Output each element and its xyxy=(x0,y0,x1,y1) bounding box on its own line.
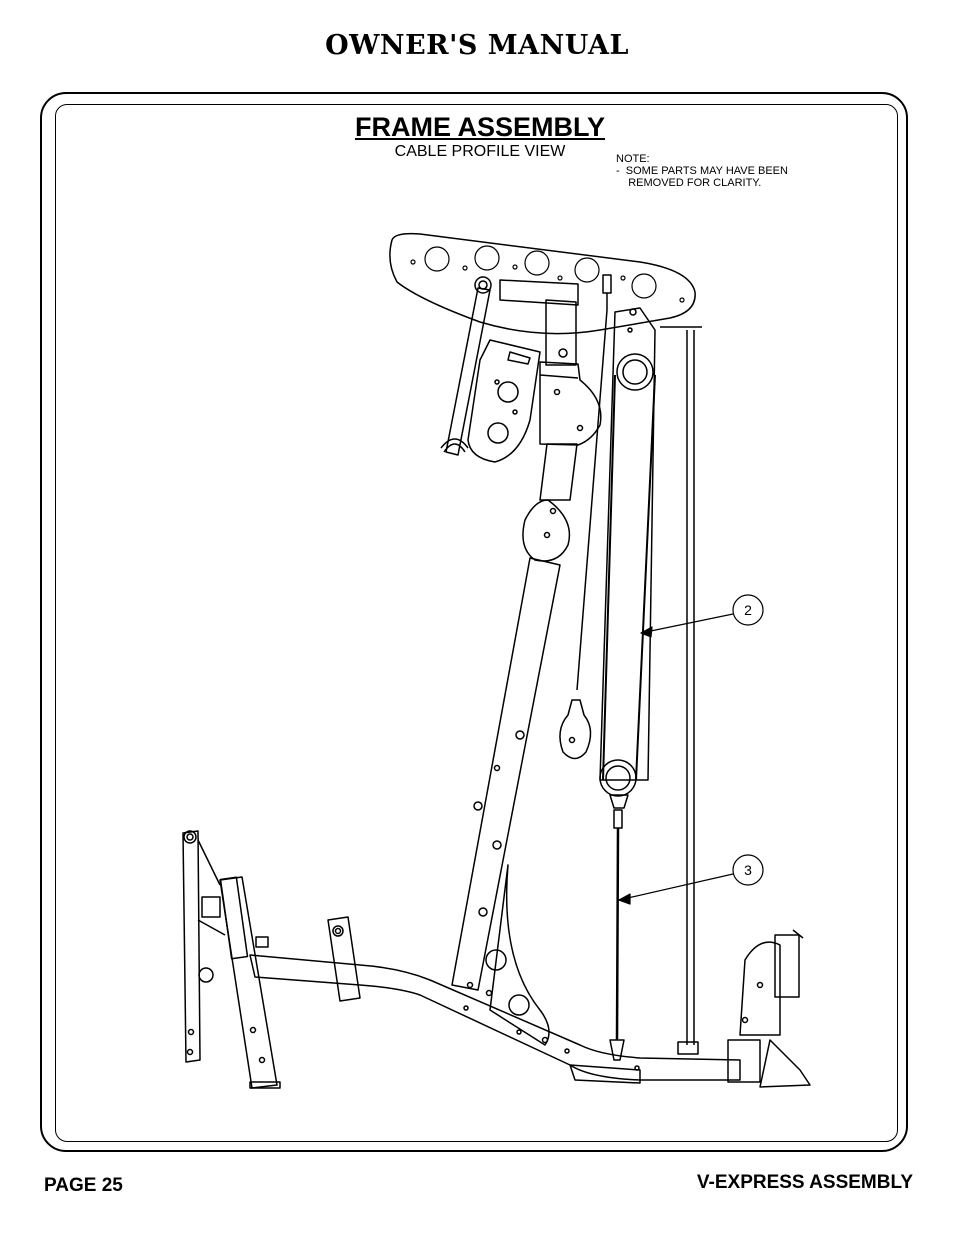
callout-2-label: 2 xyxy=(744,602,752,618)
main-upright xyxy=(451,557,561,991)
neck xyxy=(539,443,578,501)
note-text: - SOME PARTS MAY HAVE BEEN REMOVED FOR C… xyxy=(616,165,788,189)
roller-bar xyxy=(327,916,361,1002)
pivot-plate xyxy=(467,339,541,463)
document-title: V-EXPRESS ASSEMBLY xyxy=(696,1172,913,1193)
guide-rod xyxy=(660,326,702,1055)
top-cable xyxy=(576,274,612,691)
post-block xyxy=(539,361,602,446)
page-number: PAGE 25 xyxy=(44,1175,123,1196)
page-border-outer xyxy=(40,92,908,1152)
base-plate xyxy=(569,1064,641,1084)
section-title: FRAME ASSEMBLY xyxy=(354,112,606,142)
callout-2: 2 xyxy=(640,594,764,638)
manual-title: OWNER'S MANUAL xyxy=(325,30,629,61)
section-subtitle: CABLE PROFILE VIEW xyxy=(394,143,566,160)
teardrop-guard xyxy=(522,499,571,562)
front-plate xyxy=(182,830,201,1063)
upper-crossbar xyxy=(499,279,579,306)
head-plate xyxy=(389,232,696,335)
lat-arm xyxy=(445,287,491,456)
cable-2 xyxy=(602,374,656,781)
base-rail xyxy=(249,954,741,1081)
callout-3-label: 3 xyxy=(744,862,752,878)
cable-3 xyxy=(615,827,620,1041)
note-block: NOTE: - SOME PARTS MAY HAVE BEEN REMOVED… xyxy=(616,153,788,189)
page-border-inner xyxy=(55,104,898,1142)
pulley-column xyxy=(599,307,656,781)
callout-3: 3 xyxy=(618,854,764,905)
leg-rest-post xyxy=(219,876,278,1089)
rear-foot xyxy=(727,1039,761,1083)
note-heading: NOTE: xyxy=(616,153,650,165)
head-plate-holes xyxy=(410,245,685,303)
small-pulley xyxy=(559,699,592,760)
